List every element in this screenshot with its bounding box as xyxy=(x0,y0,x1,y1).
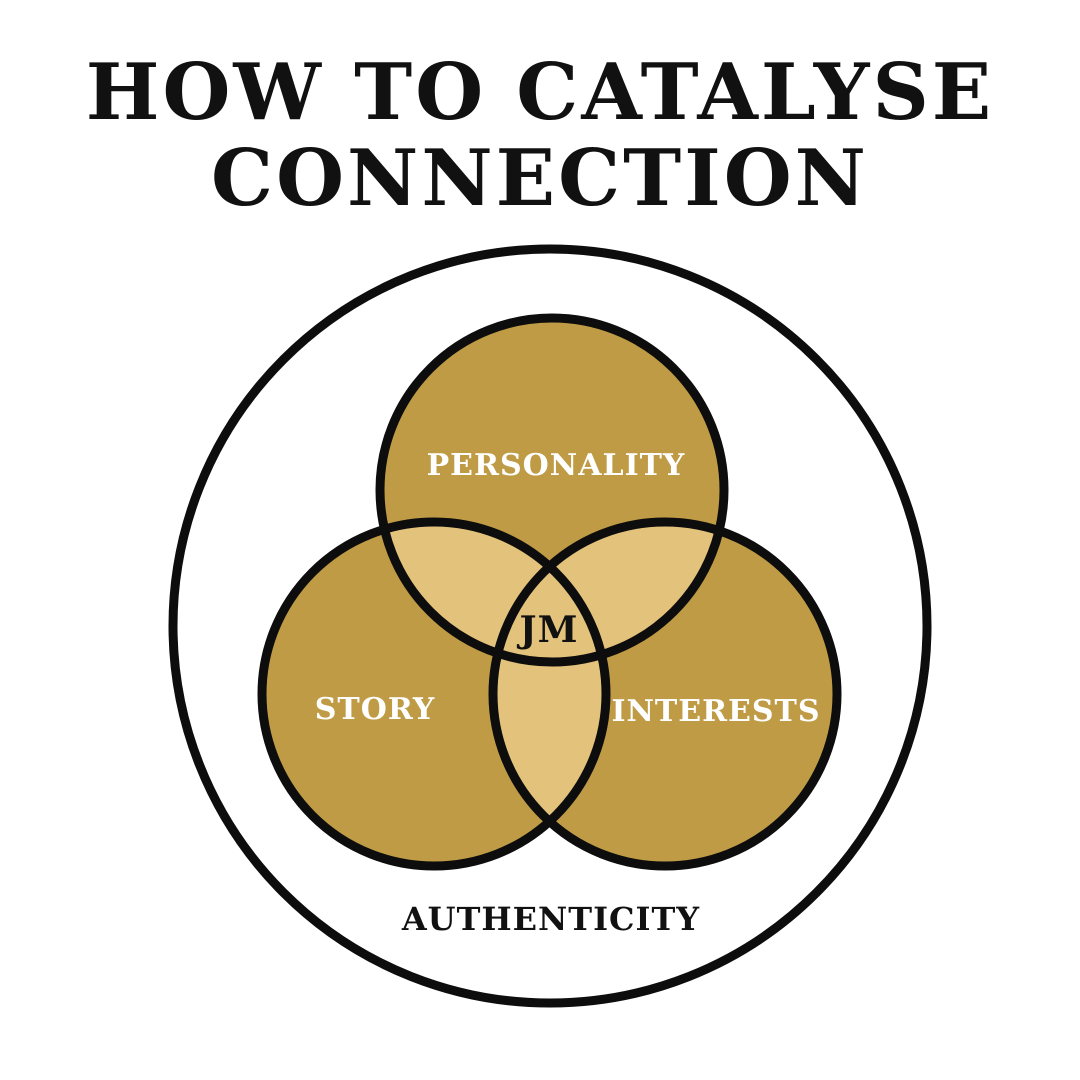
outline-interests xyxy=(488,517,842,871)
outline-personality xyxy=(375,313,729,667)
center-monogram-logo: JM xyxy=(517,609,579,651)
label-personality: PERSONALITY xyxy=(427,448,686,483)
outline-story xyxy=(257,517,611,871)
title-line-2: CONNECTION xyxy=(211,133,869,224)
title-line-1: HOW TO CATALYSE xyxy=(85,47,995,138)
label-interests: INTERESTS xyxy=(611,694,820,729)
title: HOW TO CATALYSE CONNECTION xyxy=(0,50,1080,222)
label-authenticity: AUTHENTICITY xyxy=(401,900,700,938)
label-story: STORY xyxy=(315,692,436,727)
